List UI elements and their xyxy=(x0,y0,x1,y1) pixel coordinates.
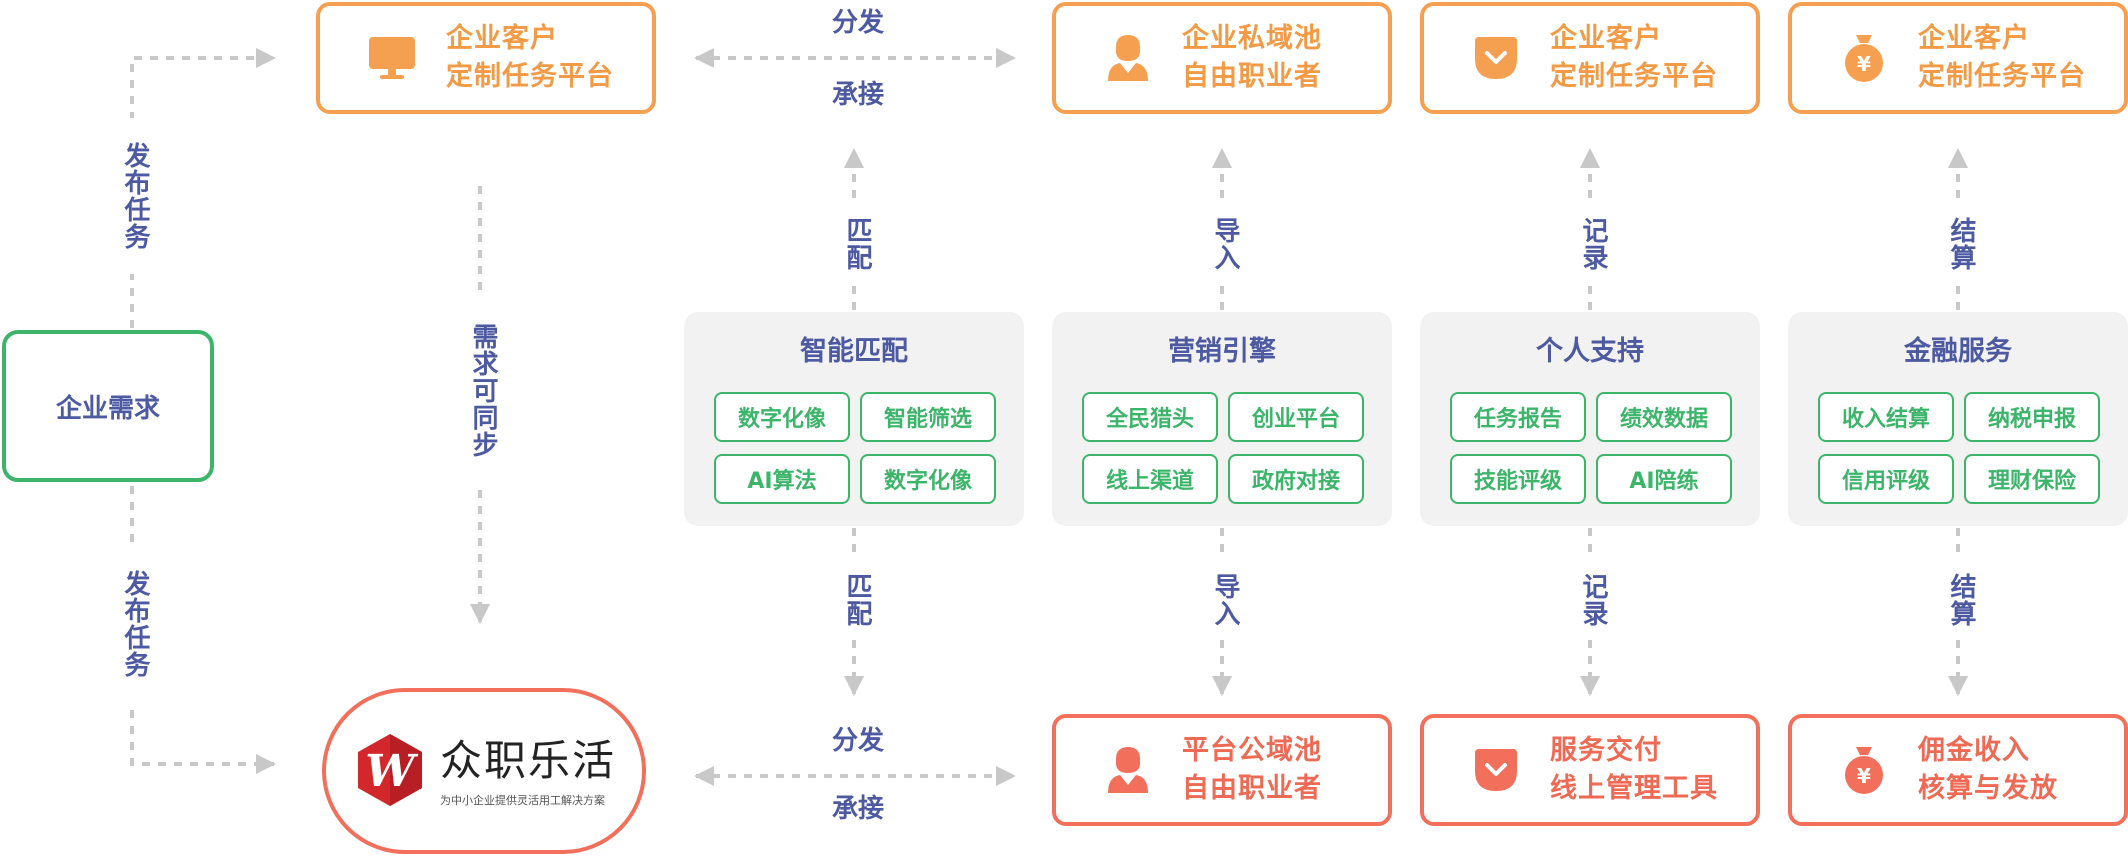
panel-chip: 绩效数据 xyxy=(1596,392,1732,442)
top-box-enterprise-platform-3: ¥ 企业客户定制任务平台 xyxy=(1788,2,2128,114)
panel-chip: 任务报告 xyxy=(1450,392,1586,442)
bottom-box-service-delivery: 服务交付线上管理工具 xyxy=(1420,714,1760,826)
person-icon xyxy=(1102,744,1154,796)
enterprise-demand-node: 企业需求 xyxy=(2,330,214,482)
distribute-bottom-label: 分发 xyxy=(831,726,884,756)
publish-task-upper-label: 发布任务 xyxy=(110,118,154,274)
bottom-box-commission: ¥ 佣金收入核算与发放 xyxy=(1788,714,2128,826)
top-box-enterprise-platform: 企业客户定制任务平台 xyxy=(316,2,656,114)
brand-name: 众职乐活 xyxy=(440,736,617,785)
top-box-line1: 企业客户 xyxy=(1918,23,2030,54)
panel-chip: 数字化像 xyxy=(714,392,850,442)
panel-personal-support: 个人支持 任务报告 绩效数据 技能评级 AI陪练 xyxy=(1420,312,1760,526)
bottom-box-public-pool: 平台公域池自由职业者 xyxy=(1052,714,1392,826)
bottom-box-line2: 自由职业者 xyxy=(1182,773,1322,804)
brand-slogan: 为中小企业提供灵活用工解决方案 xyxy=(440,794,605,807)
panel-title: 营销引擎 xyxy=(1168,336,1276,367)
edge-demand-to-logo xyxy=(130,486,276,774)
bottom-box-line1: 服务交付 xyxy=(1550,735,1662,766)
pocket-check-icon xyxy=(1470,32,1522,84)
panel-chip: 理财保险 xyxy=(1964,454,2100,504)
panel-title: 个人支持 xyxy=(1536,336,1644,367)
money-bag-icon: ¥ xyxy=(1838,744,1890,796)
brand-logo-mark: W xyxy=(358,734,422,806)
panel1-lower-link-label: 匹配 xyxy=(832,560,876,640)
panel-chip: 收入结算 xyxy=(1818,392,1954,442)
top-box-line1: 企业客户 xyxy=(1550,23,1662,54)
panel-chip: 创业平台 xyxy=(1228,392,1364,442)
bottom-box-line1: 平台公域池 xyxy=(1182,735,1322,766)
bottom-box-line2: 线上管理工具 xyxy=(1550,773,1718,804)
top-box-line2: 定制任务平台 xyxy=(1550,61,1718,92)
top-box-line2: 自由职业者 xyxy=(1182,61,1322,92)
svg-text:W: W xyxy=(365,746,419,797)
panel-financial-services: 金融服务 收入结算 纳税申报 信用评级 理财保险 xyxy=(1788,312,2128,526)
panel-chip: 线上渠道 xyxy=(1082,454,1218,504)
panel3-lower-link-label: 记录 xyxy=(1568,560,1612,640)
svg-text:¥: ¥ xyxy=(1857,52,1871,76)
panel-chip: 纳税申报 xyxy=(1964,392,2100,442)
panel4-lower-link-label: 结算 xyxy=(1936,560,1980,640)
sync-label: 需求可同步 xyxy=(458,292,502,488)
panel-title: 金融服务 xyxy=(1904,336,2012,367)
top-box-private-pool: 企业私域池自由职业者 xyxy=(1052,2,1392,114)
panel1-upper-link-label: 匹配 xyxy=(832,204,876,284)
brand-logo-node: W 众职乐活 为中小企业提供灵活用工解决方案 xyxy=(322,688,646,854)
panel4-upper-link-label: 结算 xyxy=(1936,204,1980,284)
panel-chip: AI陪练 xyxy=(1596,454,1732,504)
panel-chip: AI算法 xyxy=(714,454,850,504)
top-box-line2: 定制任务平台 xyxy=(446,61,614,92)
money-bag-icon: ¥ xyxy=(1838,32,1890,84)
accept-top-label: 承接 xyxy=(831,80,884,110)
panel-smart-matching: 智能匹配 数字化像 智能筛选 AI算法 数字化像 xyxy=(684,312,1024,526)
bottom-box-line2: 核算与发放 xyxy=(1918,773,2058,804)
panel-chip: 全民猎头 xyxy=(1082,392,1218,442)
pocket-check-icon xyxy=(1470,744,1522,796)
panel3-upper-link-label: 记录 xyxy=(1568,204,1612,284)
panel2-lower-link-label: 导入 xyxy=(1200,560,1244,640)
bottom-box-line1: 佣金收入 xyxy=(1918,735,2030,766)
top-box-enterprise-platform-2: 企业客户定制任务平台 xyxy=(1420,2,1760,114)
panel-marketing-engine: 营销引擎 全民猎头 创业平台 线上渠道 政府对接 xyxy=(1052,312,1392,526)
panel-title: 智能匹配 xyxy=(800,336,908,367)
panel-chip: 技能评级 xyxy=(1450,454,1586,504)
panel2-upper-link-label: 导入 xyxy=(1200,204,1244,284)
panel-chip: 政府对接 xyxy=(1228,454,1364,504)
top-box-line2: 定制任务平台 xyxy=(1918,61,2086,92)
top-box-line1: 企业客户 xyxy=(446,23,558,54)
person-icon xyxy=(1102,32,1154,84)
panel-chip: 数字化像 xyxy=(860,454,996,504)
publish-task-lower-label: 发布任务 xyxy=(110,546,154,702)
monitor-icon xyxy=(366,32,418,84)
top-box-line1: 企业私域池 xyxy=(1182,23,1322,54)
distribute-top-label: 分发 xyxy=(831,8,884,38)
svg-text:¥: ¥ xyxy=(1857,764,1871,788)
accept-bottom-label: 承接 xyxy=(831,794,884,824)
panel-chip: 信用评级 xyxy=(1818,454,1954,504)
panel-chip: 智能筛选 xyxy=(860,392,996,442)
